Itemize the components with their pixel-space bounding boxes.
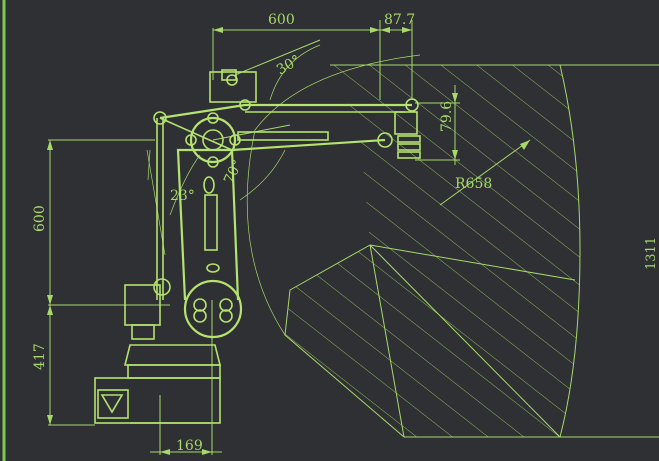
left-dimensions: 600 417 [32,139,170,426]
dim-417: 417 [32,343,48,370]
dim-169: 169 [176,438,203,454]
dim-600-left: 600 [32,205,48,232]
angle-30-label: 30° [274,52,304,78]
angle-23-label: 23° [170,188,195,204]
dim-1311: 1311 [644,237,659,270]
wrist-height-dimension: 79.6 [415,85,460,165]
angle-30: 30° [234,39,321,101]
dim-79-6: 79.6 [439,101,455,132]
dim-87-7: 87.7 [384,12,415,28]
radius-label: R658 [455,176,492,192]
robot-arm [94,69,421,424]
radius-dimension: R658 [439,139,531,206]
dim-600-top: 600 [268,12,295,28]
